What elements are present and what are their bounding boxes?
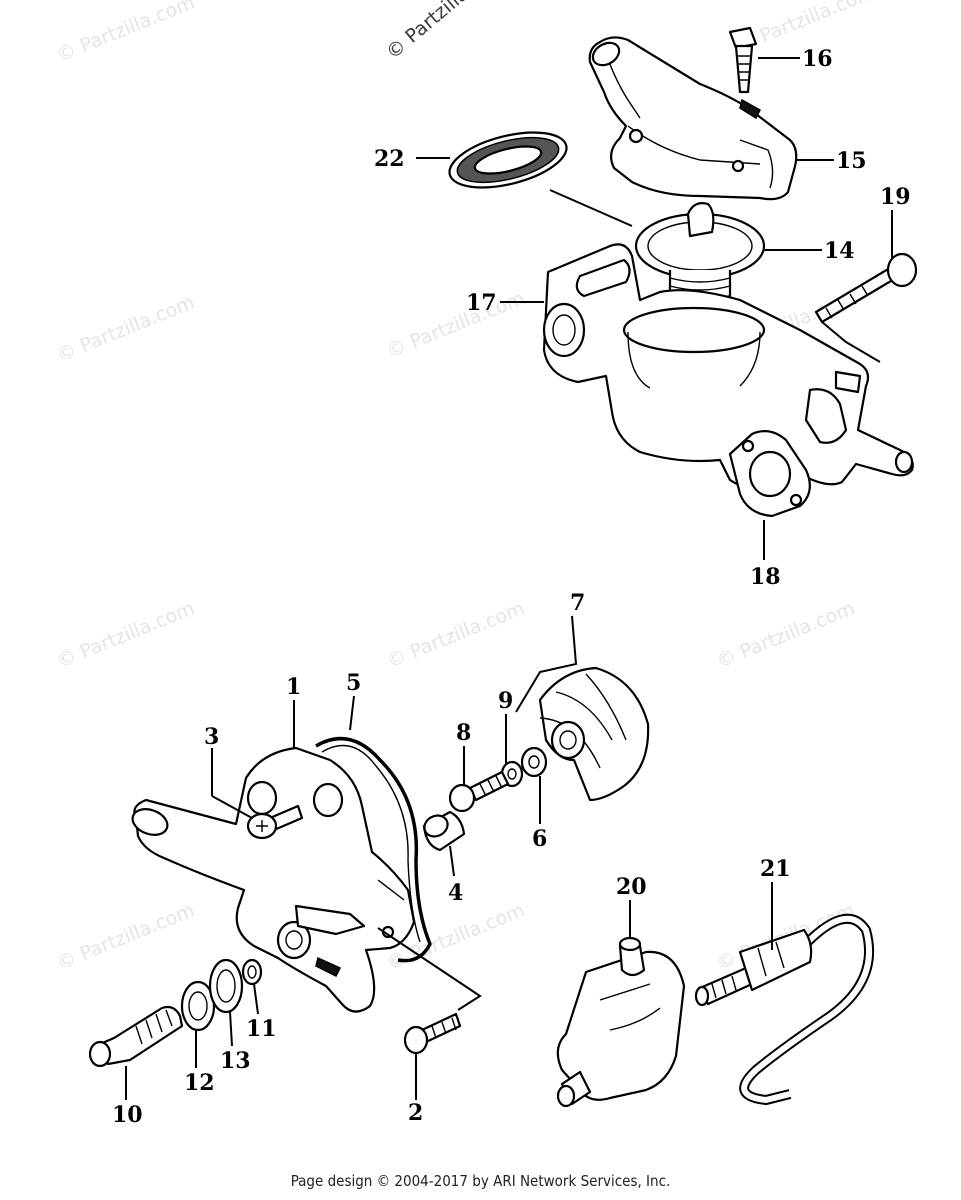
part-19-bolt bbox=[814, 252, 918, 324]
watermark: © Partzilla.com bbox=[384, 287, 528, 362]
footer-copyright: Page design © 2004-2017 by ARI Network S… bbox=[290, 1172, 671, 1190]
watermark: © Partzilla.com bbox=[384, 597, 528, 672]
callout-4: 4 bbox=[448, 880, 463, 906]
watermark: © Partzilla.com bbox=[54, 597, 198, 672]
part-2-screw bbox=[403, 1012, 462, 1055]
callout-22: 22 bbox=[374, 146, 405, 172]
part-21-switch bbox=[694, 913, 874, 1106]
part-10-fitting bbox=[88, 1005, 184, 1068]
part-8-bolt bbox=[448, 770, 510, 813]
part-1-pump-cover bbox=[131, 746, 416, 1013]
callout-1: 1 bbox=[286, 674, 301, 700]
callout-19: 19 bbox=[880, 184, 911, 210]
watermark-top: © Partzilla bbox=[382, 0, 473, 64]
part-16-bolt bbox=[728, 26, 758, 94]
callout-15: 15 bbox=[836, 148, 867, 174]
part-18-gasket bbox=[728, 429, 811, 518]
leader-lines-bottom bbox=[125, 615, 773, 1100]
part-17-housing bbox=[542, 243, 914, 489]
part-7-impeller bbox=[538, 666, 650, 802]
callout-17: 17 bbox=[466, 290, 497, 316]
part-13-washer bbox=[208, 958, 244, 1014]
callout-6: 6 bbox=[532, 826, 547, 852]
callout-10: 10 bbox=[112, 1102, 143, 1128]
callout-13: 13 bbox=[220, 1048, 251, 1074]
callout-5: 5 bbox=[346, 670, 361, 696]
callout-7: 7 bbox=[570, 590, 585, 616]
watermark: © Partzilla.com bbox=[714, 597, 858, 672]
callout-2: 2 bbox=[408, 1100, 423, 1126]
part-4-sleeve bbox=[422, 810, 466, 852]
leader-lines-top bbox=[416, 57, 893, 560]
watermark: © Partzilla.com bbox=[54, 0, 198, 67]
callout-8: 8 bbox=[456, 720, 471, 746]
callout-16: 16 bbox=[802, 46, 833, 72]
watermark: © Partzilla.com bbox=[54, 899, 198, 974]
callout-11: 11 bbox=[246, 1016, 277, 1042]
watermark: © Partzilla.com bbox=[54, 291, 198, 366]
part-6-washer bbox=[520, 746, 548, 778]
part-20-sender bbox=[556, 936, 686, 1108]
part-22-seal bbox=[448, 131, 568, 189]
callout-18: 18 bbox=[750, 564, 781, 590]
part-3-screw bbox=[246, 804, 304, 840]
part-14-thermostat bbox=[634, 202, 766, 303]
callout-12: 12 bbox=[184, 1070, 215, 1096]
callout-14: 14 bbox=[824, 238, 855, 264]
callout-9: 9 bbox=[498, 688, 513, 714]
callout-labels: 1 2 3 4 5 6 7 8 9 10 11 12 13 14 15 16 1… bbox=[112, 46, 911, 1128]
part-12-washer bbox=[180, 980, 216, 1032]
part-15-thermostat-cover bbox=[588, 36, 798, 201]
part-11-oring bbox=[241, 958, 263, 986]
callout-21: 21 bbox=[760, 856, 791, 882]
callout-3: 3 bbox=[204, 724, 219, 750]
callout-20: 20 bbox=[616, 874, 647, 900]
